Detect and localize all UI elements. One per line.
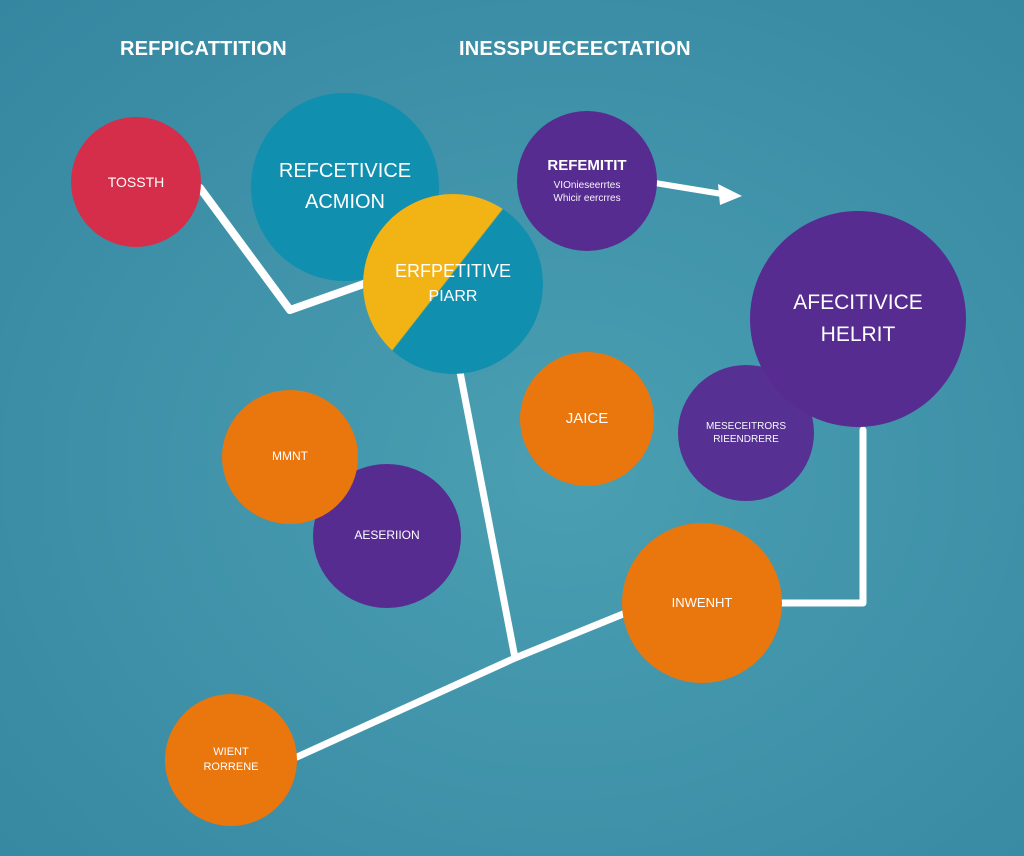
node-erfpetitive-line1: ERFPETITIVE	[394, 261, 511, 282]
connector-erfpetitive-to-junction	[456, 368, 519, 662]
node-tosth: TOSSTH	[71, 117, 201, 247]
node-refemitit-sub1: VIOnieseerrtes	[553, 179, 621, 191]
node-refemitit: REFEMITIT VIOnieseerrtes Whicir eercrres	[517, 111, 657, 251]
node-tosth-label: TOSSTH	[107, 173, 165, 190]
connector-afecitivice-to-inwenht	[776, 426, 867, 607]
node-afecitivice-line1: AFECITIVICE	[793, 290, 923, 314]
node-jaice-label: JAICE	[565, 410, 609, 428]
node-meseceitrors-line1: MESECEITRORS	[705, 420, 786, 432]
node-wient: WIENT RORRENE	[165, 694, 297, 826]
node-refemitit-sub2: Whicir eercrres	[553, 192, 621, 204]
node-mmnt: MMNT	[222, 390, 358, 524]
node-refcetivice-line2: ACMION	[305, 191, 385, 213]
node-aeseriion-label: AESERIION	[354, 528, 420, 543]
connector-junction-to-wient	[293, 608, 632, 761]
node-erfpetitive: ERFPETITIVE PIARR	[363, 194, 543, 374]
node-meseceitrors: MESECEITRORS RIEENDRERE	[678, 365, 814, 501]
heading-right: INESSPUECEECTATION	[459, 38, 691, 60]
node-wient-line1: WIENT	[213, 746, 249, 759]
node-inwenht: INWENHT	[622, 523, 782, 683]
heading-left: REFPICATTITION	[120, 38, 287, 60]
node-erfpetitive-line2: PIARR	[428, 288, 478, 306]
node-wient-line2: RORRENE	[203, 761, 259, 773]
node-meseceitrors-line2: RIEENDRERE	[713, 434, 779, 445]
arrow-line-refemitit	[652, 180, 725, 197]
node-mmnt-label: MMNT	[272, 449, 308, 464]
node-jaice: JAICE	[520, 352, 654, 486]
node-refemitit-title: REFEMITIT	[547, 157, 627, 175]
node-afecitivice-line2: HELRIT	[820, 323, 896, 346]
arrow-head-icon	[718, 184, 742, 205]
node-refcetivice-line1: REFCETIVICE	[278, 160, 412, 182]
node-inwenht-label: INWENHT	[671, 594, 733, 610]
connector-tosth-to-erfpetitive	[196, 184, 379, 314]
